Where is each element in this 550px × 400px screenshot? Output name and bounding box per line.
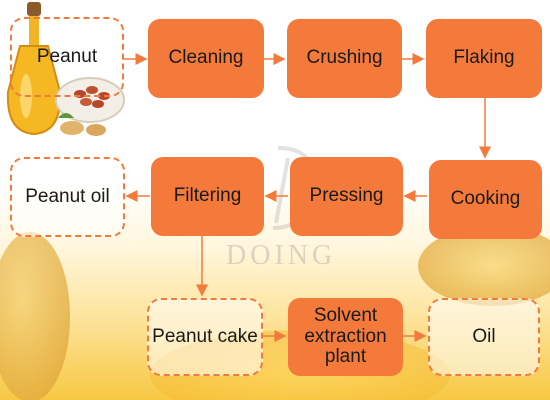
- node-solvent-extraction: Solvent extraction plant: [288, 298, 403, 376]
- node-cleaning-label: Cleaning: [168, 47, 244, 69]
- node-crushing: Crushing: [287, 19, 402, 98]
- node-flaking: Flaking: [426, 19, 542, 98]
- node-oil-label: Oil: [472, 325, 496, 347]
- node-peanut-cake-label: Peanut cake: [152, 325, 258, 347]
- node-pressing: Pressing: [290, 157, 403, 236]
- watermark-text: DOING: [226, 240, 337, 271]
- node-pressing-label: Pressing: [309, 185, 384, 207]
- node-peanut-oil: Peanut oil: [10, 157, 125, 237]
- node-solvent-extraction-label: Solvent extraction plant: [304, 304, 387, 368]
- node-filtering-label: Filtering: [173, 185, 242, 207]
- peanut-shell-right-decoration: [418, 226, 550, 306]
- peanut-shell-left-decoration: [0, 232, 70, 400]
- node-peanut-oil-label: Peanut oil: [25, 185, 110, 207]
- node-cooking-label: Cooking: [450, 188, 521, 210]
- node-peanut: Peanut: [10, 17, 124, 97]
- node-peanut-cake: Peanut cake: [147, 298, 263, 376]
- node-peanut-label: Peanut: [36, 46, 98, 67]
- node-flaking-label: Flaking: [453, 47, 515, 69]
- node-cleaning: Cleaning: [148, 19, 264, 98]
- node-crushing-label: Crushing: [306, 47, 383, 69]
- node-filtering: Filtering: [151, 157, 264, 236]
- node-oil: Oil: [428, 298, 540, 376]
- node-cooking: Cooking: [429, 160, 542, 239]
